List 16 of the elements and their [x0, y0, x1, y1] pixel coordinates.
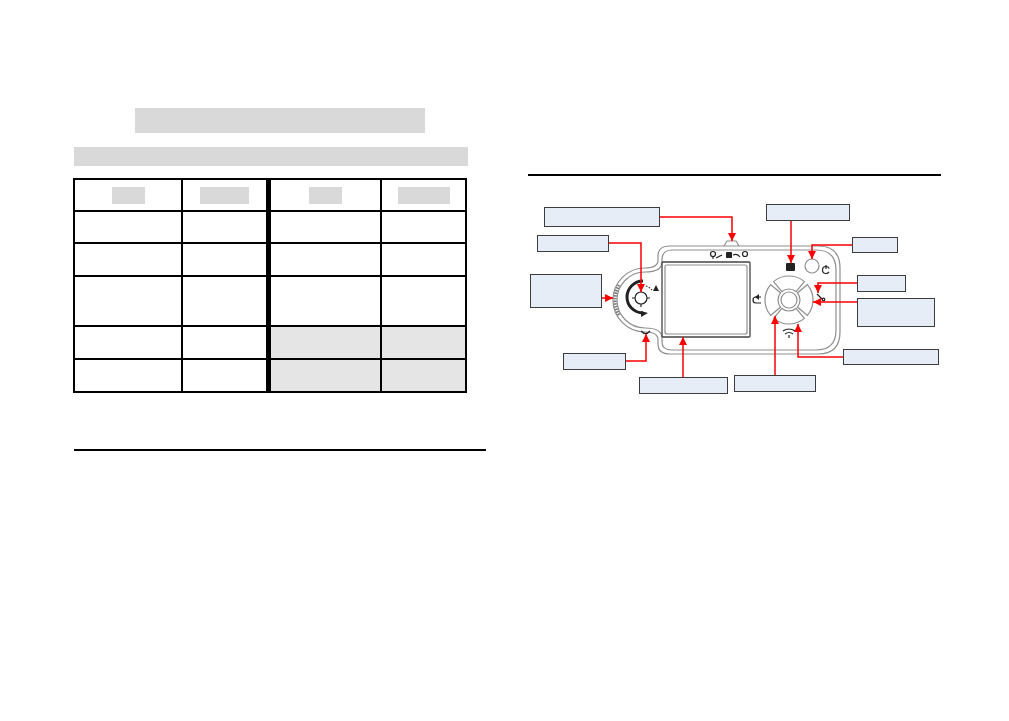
callout-box [639, 377, 728, 394]
callout-box [734, 375, 816, 392]
callout-box [537, 235, 609, 252]
callout-box [852, 237, 898, 253]
shaded-bar [74, 147, 468, 166]
callout-box [563, 353, 626, 370]
callout-box [766, 204, 850, 221]
leader-arrow [659, 216, 736, 242]
callout-box [857, 275, 906, 292]
callout-box [544, 207, 660, 227]
callout-box [857, 298, 935, 327]
slider-tab [723, 240, 740, 247]
callout-box [530, 274, 602, 308]
callout-box [843, 349, 939, 365]
shaded-bar [135, 108, 425, 133]
leader-arrow [601, 294, 614, 302]
